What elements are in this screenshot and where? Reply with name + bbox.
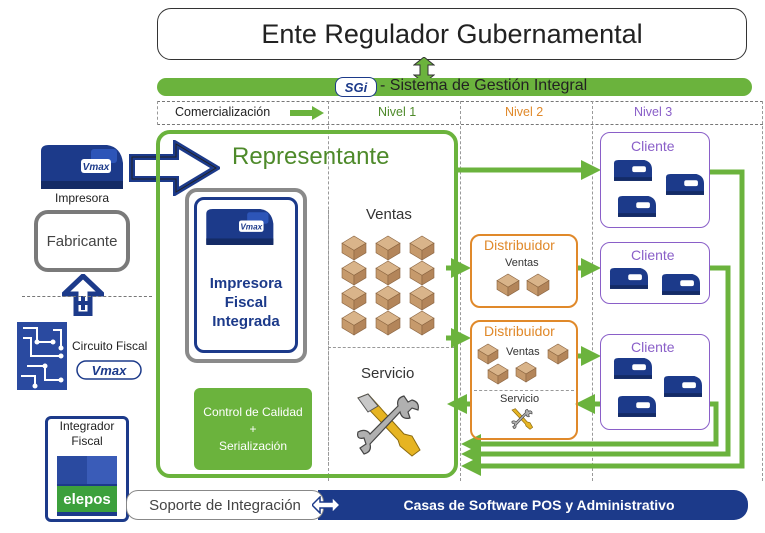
- cliente-1-label: Cliente: [631, 138, 675, 154]
- svg-text:Vmax: Vmax: [92, 363, 127, 378]
- distribuidor-2-service: Servicio: [500, 393, 540, 405]
- printer-to-representante-arrow: [129, 140, 220, 196]
- distribuidor-1-title: Distribuidor: [484, 237, 555, 253]
- cliente-3-printers-icon: [614, 358, 702, 417]
- distribuidor-2-title: Distribuidor: [484, 323, 555, 339]
- rep-sales-boxes-icon: [341, 235, 435, 336]
- cliente-2-box: [600, 242, 710, 304]
- cliente-1-box: [600, 132, 710, 228]
- nivel2-label: Nivel 2: [505, 105, 544, 119]
- vmax-printer-icon: [664, 376, 702, 397]
- vmax-printer-icon: [618, 396, 656, 417]
- tools-icon: [357, 393, 421, 457]
- cardboard-box-icon: [409, 285, 435, 311]
- support-software-double-arrow: [312, 496, 340, 514]
- left-divider: [22, 296, 152, 297]
- regulator-sgi-arrow: [413, 57, 435, 83]
- vmax-printer-icon: [618, 196, 656, 217]
- vmax-printer-icon: [614, 358, 652, 379]
- divider-left: [157, 101, 158, 125]
- cardboard-box-icon: [375, 285, 401, 311]
- integrated-printer-inner: [194, 197, 298, 353]
- sgi-bar: [157, 78, 752, 96]
- cardboard-box-icon: [409, 235, 435, 261]
- vmax-printer-icon: [666, 174, 704, 195]
- regulator-box: Ente Regulador Gubernamental: [157, 8, 747, 60]
- cardboard-box-icon: [341, 235, 367, 261]
- distribuidor-1-box: [470, 234, 578, 308]
- distribuidor-2-boxes-icon: [477, 343, 569, 385]
- rep-inner-hline: [328, 347, 454, 348]
- cardboard-box-icon: [341, 310, 367, 336]
- cliente-2-label: Cliente: [631, 247, 675, 263]
- distribuidor-1-boxes-icon: [496, 273, 550, 297]
- rep-inner-vline: [328, 210, 329, 465]
- cardboard-box-icon: [515, 361, 537, 383]
- cardboard-box-icon: [487, 363, 509, 385]
- elepos-logo-top: [57, 456, 117, 484]
- elepos-logo: elepos: [57, 456, 117, 516]
- vmax-logo: Vmax: [76, 360, 142, 380]
- fabricante-box: Fabricante: [34, 210, 130, 272]
- divider-2: [460, 101, 461, 481]
- software-houses-bar: [318, 490, 748, 520]
- cardboard-box-icon: [496, 273, 520, 297]
- cardboard-box-icon: [375, 235, 401, 261]
- quality-control-box: Control de Calidad + Serialización: [194, 388, 312, 470]
- plus-arrow-icon: [62, 274, 104, 316]
- cliente-1-printers-icon: [614, 160, 704, 217]
- svg-text:Vmax: Vmax: [83, 162, 110, 173]
- nivel3-label: Nivel 3: [634, 105, 673, 119]
- nivel1-label: Nivel 1: [378, 105, 417, 119]
- distribuidor-2-sales: Ventas: [506, 346, 540, 358]
- cliente-3-label: Cliente: [631, 339, 675, 355]
- cardboard-box-icon: [375, 260, 401, 286]
- comercializacion-label: Comercialización: [175, 105, 271, 119]
- integrated-printer-outer: [185, 188, 307, 363]
- rep-sales-label: Ventas: [366, 206, 412, 223]
- cardboard-box-icon: [375, 310, 401, 336]
- divider-4: [762, 101, 763, 481]
- integrador-box: [45, 416, 129, 522]
- cardboard-box-icon: [526, 273, 550, 297]
- vmax-printer-icon: [610, 268, 648, 289]
- cardboard-box-icon: [477, 343, 499, 365]
- cliente-3-box: [600, 334, 710, 430]
- regulator-title: Ente Regulador Gubernamental: [261, 18, 643, 49]
- distribuidor-2-box: [470, 320, 578, 440]
- integrated-printer-text: Impresora Fiscal Integrada: [209, 275, 283, 330]
- sgi-badge: SGi: [335, 77, 377, 97]
- comercializacion-arrow-icon: [290, 106, 324, 120]
- cliente-2-printers-icon: [610, 268, 700, 295]
- representante-title: Representante: [232, 143, 390, 170]
- circuit-label: Circuito Fiscal: [72, 339, 148, 353]
- sgi-title: - Sistema de Gestión Integral: [380, 77, 588, 94]
- cardboard-box-icon: [341, 260, 367, 286]
- distribuidor-2-divider: [474, 390, 574, 391]
- software-houses-label: Casas de Software POS y Administrativo: [403, 497, 675, 513]
- circuit-board-icon: [17, 322, 67, 390]
- printer-icon: Vmax: [41, 145, 123, 189]
- vmax-printer-icon: [614, 160, 652, 181]
- cardboard-box-icon: [409, 310, 435, 336]
- cardboard-box-icon: [547, 343, 569, 365]
- elepos-logo-text: elepos: [57, 486, 117, 512]
- cardboard-box-icon: [341, 285, 367, 311]
- integrated-printer-icon: Vmax: [206, 209, 274, 245]
- cardboard-box-icon: [409, 260, 435, 286]
- vmax-printer-icon: [662, 274, 700, 295]
- support-integration-box: Soporte de Integración: [126, 490, 324, 520]
- distribuidor-2-tools-icon: [511, 408, 534, 430]
- distribuidor-1-sales: Ventas: [505, 257, 539, 269]
- integrador-label: Integrador Fiscal: [59, 419, 115, 448]
- rep-service-label: Servicio: [361, 365, 415, 382]
- representante-box: [156, 130, 458, 478]
- divider-3: [592, 101, 593, 481]
- svg-text:Vmax: Vmax: [240, 222, 262, 231]
- printer-label: Impresora: [55, 191, 110, 205]
